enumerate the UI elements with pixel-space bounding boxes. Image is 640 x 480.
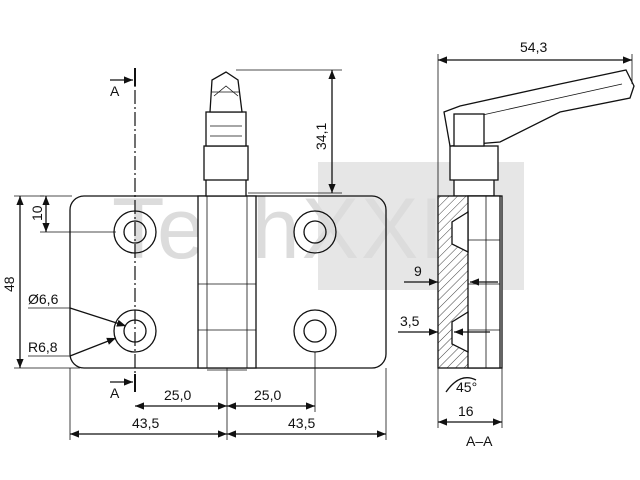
dim-hole-offset-top: 10 (29, 205, 45, 221)
dim-leaf-thickness: 9 (414, 263, 422, 279)
section-view: 54,3 9 3,5 45° 16 A–A (398, 39, 635, 449)
section-view-label: A–A (466, 433, 493, 449)
cut-label-top: A (110, 83, 120, 99)
dim-counterbore-depth: 3,5 (400, 313, 420, 329)
dim-half-width-left: 43,5 (132, 415, 159, 431)
dim-overall-width-section: 54,3 (520, 39, 547, 55)
watermark-text: TechXXL (112, 181, 470, 277)
dim-half-width-right: 43,5 (288, 415, 315, 431)
dim-corner-radius: R6,8 (28, 339, 58, 355)
hole-top-right (293, 210, 337, 254)
dim-lever-height: 34,1 (313, 123, 329, 150)
clamp-lever-front (203, 71, 249, 197)
dim-hole-spacing-left: 25,0 (164, 387, 191, 403)
dim-hole-diameter: Ø6,6 (28, 291, 59, 307)
dim-countersink-angle: 45° (456, 379, 477, 395)
front-view: A A 34,1 10 48 Ø6,6 R6,8 25,0 25,0 (1, 68, 387, 440)
cut-label-bottom: A (110, 385, 120, 401)
hole-bottom-right (293, 309, 337, 353)
dim-hole-spacing-right: 25,0 (254, 387, 281, 403)
clamp-lever-side (443, 69, 635, 197)
dim-body-height: 48 (1, 276, 17, 292)
dim-section-width: 16 (458, 403, 474, 419)
